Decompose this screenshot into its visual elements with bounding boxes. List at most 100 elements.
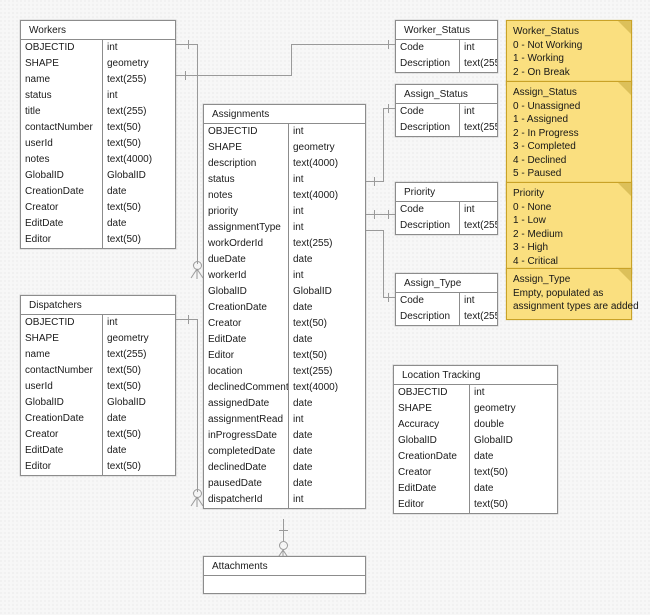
field-type: text(50): [474, 467, 508, 478]
field-type: date: [107, 218, 127, 229]
field-type: text(50): [107, 234, 141, 245]
field-type: date: [293, 398, 313, 409]
field-name: [204, 576, 289, 593]
field-type: text(255): [464, 58, 497, 69]
table-assign-status[interactable]: Assign_Status CodeintDescriptiontext(255…: [395, 84, 498, 137]
field-type: text(255): [293, 238, 333, 249]
table-row: inProgressDate date: [204, 428, 365, 444]
table-attachments[interactable]: Attachments: [203, 556, 366, 594]
field-name: OBJECTID: [21, 40, 103, 56]
note-line: 3 - High: [513, 242, 549, 253]
field-name: assignedDate: [204, 396, 289, 412]
note-line: 0 - Not Working: [513, 39, 583, 51]
field-type: text(50): [107, 381, 141, 392]
field-type: int: [464, 204, 475, 215]
note-line: 2 - Medium: [513, 228, 564, 240]
field-name: Creator: [394, 465, 470, 481]
field-type: text(4000): [293, 158, 339, 169]
connector-workers-objectid-stub: [176, 44, 198, 45]
note-line: 3 - Completed: [513, 141, 576, 152]
field-type: geometry: [107, 58, 149, 69]
field-name: inProgressDate: [204, 428, 289, 444]
field-type: date: [107, 186, 127, 197]
note-line: 4 - Declined: [513, 154, 567, 166]
field-name: Accuracy: [394, 417, 470, 433]
table-row: SHAPE geometry: [21, 56, 175, 72]
field-type: int: [293, 174, 304, 185]
field-type: date: [293, 462, 313, 473]
field-name: OBJECTID: [394, 385, 470, 401]
crow-tick-attachments: [279, 530, 288, 531]
field-type: int: [107, 42, 118, 53]
field-name: notes: [21, 152, 103, 168]
crow-tick-assign-type: [388, 293, 389, 302]
field-name: CreationDate: [394, 449, 470, 465]
field-type: text(50): [293, 350, 327, 361]
table-title-dispatchers: Dispatchers: [21, 296, 175, 315]
crowfoot-workerid: [190, 268, 204, 279]
field-type: text(50): [107, 429, 141, 440]
field-type: int: [293, 222, 304, 233]
connector-dispatchers-objectid-stub: [176, 319, 198, 320]
field-name: Creator: [204, 316, 289, 332]
note-fold-icon: [618, 82, 631, 95]
field-type: date: [293, 430, 313, 441]
field-type: int: [293, 494, 304, 505]
field-type: text(50): [107, 365, 141, 376]
note-line: 4 - Critical: [513, 255, 559, 267]
field-name: Code: [396, 202, 460, 218]
crow-tick-worker-status: [388, 40, 389, 49]
field-type: int: [293, 414, 304, 425]
field-name: SHAPE: [21, 56, 103, 72]
crow-tick-priority: [388, 210, 389, 219]
field-name: Code: [396, 104, 460, 120]
crow-tick-dispatchers-objectid: [188, 315, 189, 324]
field-name: Description: [396, 56, 460, 72]
table-row: title text(255): [21, 104, 175, 120]
field-name: userId: [21, 136, 103, 152]
connector-priority-h1: [366, 214, 395, 215]
table-title-workers: Workers: [21, 21, 175, 40]
field-name: CreationDate: [21, 411, 103, 427]
field-name: title: [21, 104, 103, 120]
field-type: int: [474, 387, 485, 398]
field-name: SHAPE: [21, 331, 103, 347]
field-name: GlobalID: [21, 168, 103, 184]
table-worker-status[interactable]: Worker_Status CodeintDescriptiontext(255…: [395, 20, 498, 73]
field-name: EditDate: [21, 443, 103, 459]
field-type: text(255): [107, 106, 147, 117]
